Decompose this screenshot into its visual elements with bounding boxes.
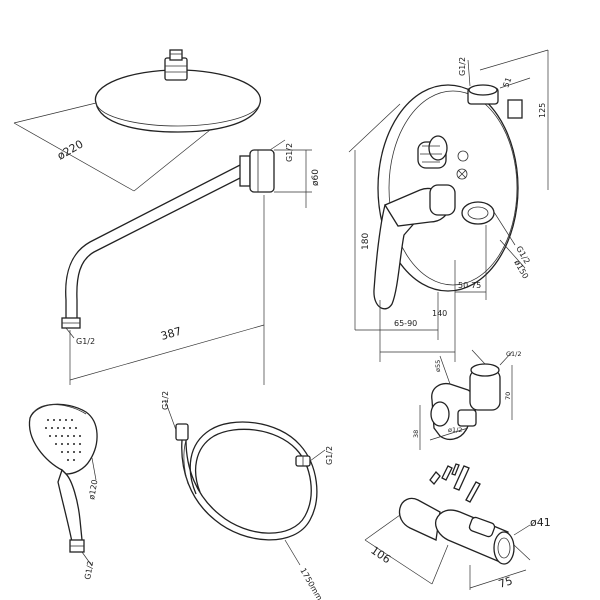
shower-arm: ø60 G1/2 387 G1/2 (61, 139, 321, 385)
hose-length-label: 1750mm (298, 567, 324, 600)
nozzle-pattern (45, 419, 81, 461)
hose-top-thread-label: G1/2 (161, 391, 170, 410)
concealed-mixer: 180 51 125 G1/2 G1/2 ø150 65-90 50-75 14… (348, 49, 549, 362)
hose-right-thread-label: G1/2 (325, 446, 334, 465)
mixer-height-label: 180 (361, 233, 371, 250)
holder-bottom-label: ø1/2 (448, 426, 462, 434)
holder-height-label: 70 (504, 392, 512, 400)
slide-bracket: 106 75 ø41 (364, 497, 551, 591)
hand-shower-diameter-label: ø120 (87, 479, 99, 500)
mixer-depth-range-label: 65-90 (394, 319, 417, 328)
hand-shower-thread-label: G1/2 (83, 560, 95, 580)
screws-and-plugs (429, 463, 481, 503)
overhead-shower-head: ø220 (13, 49, 261, 192)
arm-flange-label: ø60 (311, 169, 321, 186)
bracket-length-label: 106 (368, 544, 393, 567)
mixer-spout-range-label: 50-75 (458, 281, 481, 290)
mixer-top-height-label: 125 (538, 103, 547, 118)
arm-tip-thread-label: G1/2 (76, 337, 95, 346)
holder-top-thread-label: G1/2 (506, 350, 522, 358)
arm-thread-label: G1/2 (285, 143, 294, 162)
mixer-total-depth-label: 140 (432, 309, 447, 318)
holder-left-label: 38 (412, 430, 420, 438)
bracket-width-label: 75 (497, 574, 514, 591)
arm-length-label: 387 (159, 325, 183, 343)
mixer-top-thread-label: G1/2 (458, 57, 467, 76)
holder-top-small-label: ø55 (434, 360, 442, 372)
overhead-diameter-label: ø220 (55, 137, 86, 162)
mixer-top-width-label: 51 (501, 76, 513, 89)
shower-hose: G1/2 G1/2 1750mm (161, 391, 334, 600)
hand-shower: ø120 G1/2 (28, 403, 99, 580)
bracket-diameter-label: ø41 (530, 516, 551, 529)
wall-outlet-holder: ø55 G1/2 70 38 ø1/2 (412, 349, 522, 450)
